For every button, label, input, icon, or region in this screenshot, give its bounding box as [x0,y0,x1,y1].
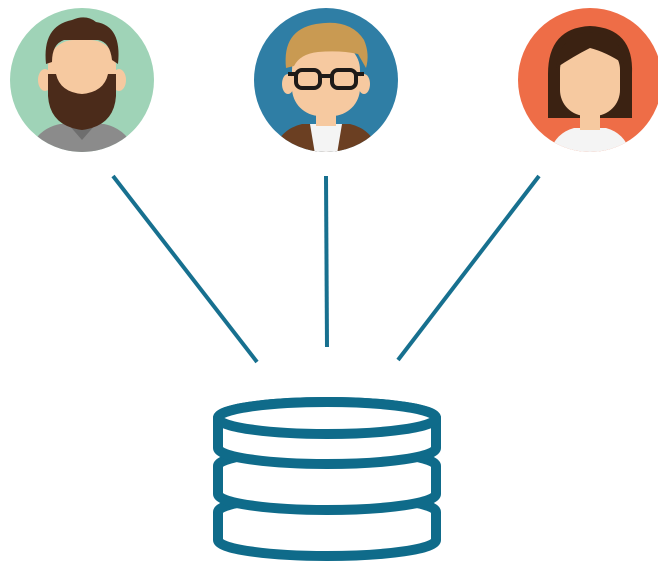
woman-avatar-icon [518,8,658,152]
hair [45,17,119,64]
database-icon [213,397,441,561]
face [560,44,620,116]
database-top [213,397,441,439]
man-with-glasses-avatar-icon [254,8,398,152]
beard [48,74,116,130]
glasses-icon [288,68,364,90]
connector-line-user-3 [396,174,541,362]
bearded-man-avatar-icon [10,8,154,152]
hair [285,22,368,68]
shirt [548,128,632,152]
ear-right [358,74,370,94]
ear-left [282,74,294,94]
face [292,42,360,116]
shirt [310,124,342,152]
hair-fringe [556,32,624,68]
connector-lines [111,174,541,364]
connector-line-user-2 [324,175,329,348]
connector-line-user-1 [111,174,259,364]
